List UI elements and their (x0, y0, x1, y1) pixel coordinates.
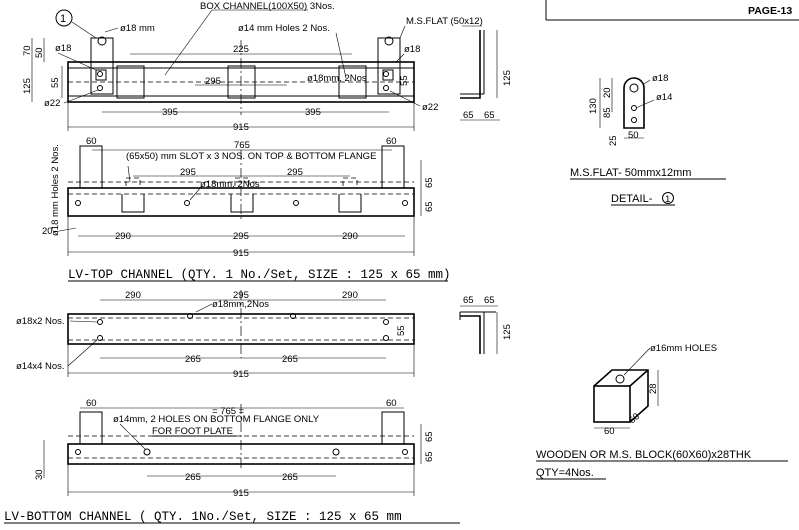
detail-dim-25: 25 (608, 135, 619, 146)
detail-dim-50: 50 (628, 130, 639, 141)
detail-dim-130: 130 (588, 98, 599, 114)
top-d22-right: ø22 (422, 102, 438, 113)
detail-msflat: ø18 ø14 130 20 85 25 50 M.S.FLAT- 50mmx1… (570, 73, 726, 206)
msflat-label: M.S.FLAT (50x12) (406, 16, 483, 27)
detail-title: M.S.FLAT- 50mmx12mm (570, 167, 691, 179)
lvbot-dim-765: = 765 = (212, 406, 245, 417)
lvbot-dim-30: 30 (34, 469, 45, 480)
lvtop-dim-295c: 295 (233, 231, 249, 242)
top-end-section: 125 65 65 (460, 30, 513, 121)
top-dim-125: 125 (22, 78, 33, 94)
mid-end-section: 125 65 65 (459, 295, 513, 354)
mid-end-dim-65b: 65 (484, 295, 495, 306)
lvbot-hole-line1: ø14mm, 2 HOLES ON BOTTOM FLANGE ONLY (113, 414, 320, 425)
lvtop-dim-60b: 60 (386, 136, 397, 147)
lvmid-dim-265a: 265 (185, 354, 201, 365)
top-hole14-label: ø14 mm Holes 2 Nos. (238, 23, 330, 34)
top-hole18-2-label: ø18mm, 2Nos (307, 73, 367, 84)
detail-label-ref: 1 (665, 194, 670, 205)
lvtop-dim-765: 765 (234, 140, 250, 151)
top-dim-395b: 395 (305, 107, 321, 118)
top-d18-left: ø18 (55, 43, 71, 54)
lvmid-dim-265b: 265 (282, 354, 298, 365)
lvmid-dim-290b: 290 (342, 290, 358, 301)
top-dim-225: 225 (233, 44, 249, 55)
mid-end-dim-65a: 65 (463, 295, 474, 306)
lvtop-slot-label: (65x50) mm SLOT x 3 NOS. ON TOP & BOTTOM… (126, 151, 376, 162)
detail-d18: ø18 (652, 73, 668, 84)
lv-top-channel: 60 765 60 (65x50) mm SLOT x 3 NOS. ON TO… (42, 136, 451, 282)
lvbot-hole-line2: FOR FOOT PLATE (152, 426, 233, 437)
detail-balloon-ref: 1 (60, 13, 66, 25)
lvtop-dim-915: 915 (233, 248, 249, 259)
lvbot-dim-60a: 60 (86, 398, 97, 409)
detail-label: DETAIL- (611, 193, 653, 205)
lv-mid-channel: 290 295 290 ø18mm,2Nos ø18x2 Nos. ø14x4 … (16, 290, 415, 380)
lvtop-title: LV-TOP CHANNEL (QTY. 1 No./Set, SIZE : 1… (68, 268, 451, 282)
detail-dim-85: 85 (602, 107, 613, 118)
box-channel-label: BOX CHANNEL(100X50) 3Nos. (200, 1, 335, 12)
lvbot-title: LV-BOTTOM CHANNEL ( QTY. 1No./Set, SIZE … (4, 510, 402, 524)
top-d22-left: ø22 (44, 98, 60, 109)
lvtop-hole-label: ø18mm, 2Nos (200, 179, 260, 190)
lvtop-dim-60a: 60 (86, 136, 97, 147)
top-view-frame: 1 ø18 mm BOX CHANNEL(100X50) 3Nos. ø14 m… (22, 1, 483, 133)
lvmid-dim-295: 295 (233, 290, 249, 301)
page-label: PAGE-13 (748, 5, 792, 17)
block-dim-60a: 60 (604, 426, 615, 437)
top-dim-915: 915 (233, 122, 249, 133)
page-label-box: PAGE-13 (545, 0, 799, 21)
lvbot-dim-65b: 65 (424, 451, 435, 462)
top-dim-395a: 395 (162, 107, 178, 118)
lvmid-dim-290a: 290 (125, 290, 141, 301)
top-hole18-label: ø18 mm (120, 23, 155, 34)
lvtop-side-holes: ø18 mm Holes 2 Nos. (50, 144, 61, 236)
lvtop-dim-295a: 295 (180, 167, 196, 178)
lvbot-dim-915: 915 (233, 488, 249, 499)
mid-end-dim-125: 125 (502, 324, 513, 340)
top-dim-50: 50 (34, 47, 45, 58)
lvtop-dim-290b: 290 (342, 231, 358, 242)
top-end-dim-125: 125 (502, 70, 513, 86)
top-dim-295: 295 (205, 76, 221, 87)
lvtop-dim-20: 20 (42, 226, 53, 237)
detail-d14: ø14 (656, 92, 672, 103)
lvtop-dim-65a: 65 (424, 177, 435, 188)
lvmid-dim-55: 55 (396, 325, 407, 336)
lvmid-dim-915: 915 (233, 369, 249, 380)
block-dim-28: 28 (648, 383, 659, 394)
lvbot-dim-265b: 265 (282, 472, 298, 483)
lvtop-dim-295b: 295 (287, 167, 303, 178)
lvbot-dim-65a: 65 (424, 431, 435, 442)
lvbot-dim-265a: 265 (185, 472, 201, 483)
lvmid-hole-label: ø18mm,2Nos (212, 299, 269, 310)
lvmid-hole14x4: ø14x4 Nos. (16, 361, 65, 372)
lvtop-dim-65b: 65 (424, 201, 435, 212)
lvbot-dim-60b: 60 (386, 398, 397, 409)
top-dim-55-right: 55 (399, 75, 410, 86)
top-d18-right: ø18 (404, 44, 420, 55)
block-qty: QTY=4Nos. (536, 467, 594, 479)
block-holes-label: ø16mm HOLES (650, 343, 717, 354)
lvtop-dim-290a: 290 (115, 231, 131, 242)
top-dim-55: 55 (50, 77, 61, 88)
lvmid-hole18x2: ø18x2 Nos. (16, 316, 65, 327)
top-end-dim-65a: 65 (463, 110, 474, 121)
lv-bottom-channel: 60 = 765 = 60 ø14mm, 2 HOLES ON BOTTOM F… (4, 398, 460, 524)
top-dim-70: 70 (22, 45, 33, 56)
top-end-dim-65b: 65 (484, 110, 495, 121)
wooden-block: ø16mm HOLES 28 60 60 WOODEN OR M.S. BLOC… (536, 343, 788, 480)
detail-dim-20: 20 (602, 87, 613, 98)
block-title: WOODEN OR M.S. BLOCK(60X60)x28THK (536, 449, 752, 461)
